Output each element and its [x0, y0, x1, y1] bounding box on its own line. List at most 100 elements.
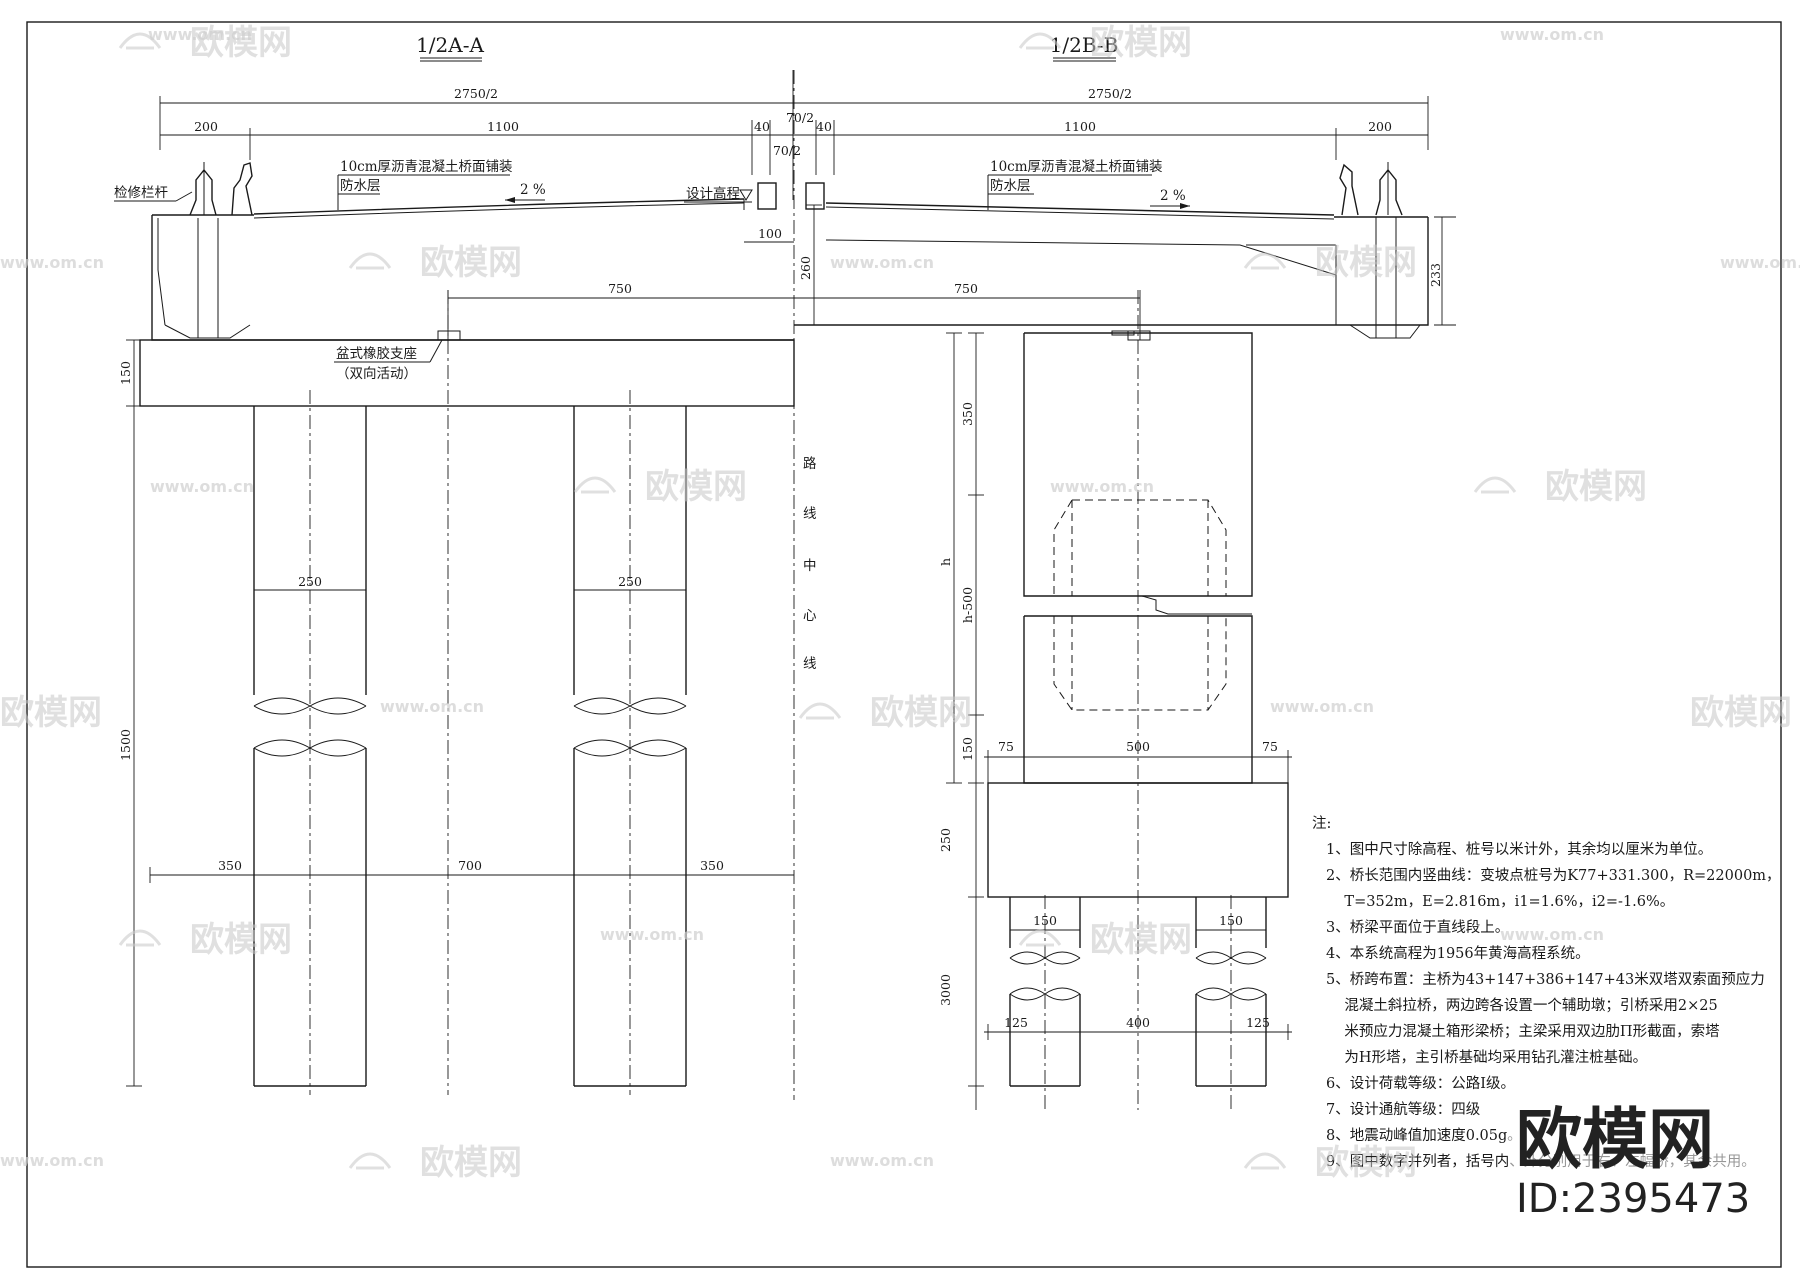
note-line: 4、本系统高程为1956年黄海高程系统。: [1326, 945, 1590, 962]
svg-text:www.om.cn: www.om.cn: [0, 1151, 104, 1170]
dim-col-spacing-mid: 700: [458, 858, 482, 873]
note-line: 1、图中尺寸除高程、桩号以米计外，其余均以厘米为单位。: [1326, 840, 1712, 858]
dim-total-left: 2750/2: [454, 86, 498, 101]
railing-label: 检修栏杆: [114, 185, 168, 201]
dim-pile-125-left: 125: [1004, 1015, 1028, 1030]
dim-bearing-left: 750: [608, 281, 632, 296]
svg-text:欧模网: 欧模网: [1315, 1143, 1417, 1183]
svg-text:欧模网: 欧模网: [0, 693, 102, 733]
dim-left-lanes: 1100: [487, 119, 519, 134]
dim-col-width-right: 250: [618, 574, 642, 589]
dim-median-center-b: 70/2: [773, 143, 801, 158]
waterproof-right-label: 防水层: [990, 178, 1031, 194]
side-pier: [987, 290, 1289, 1110]
bearing-label: 盆式橡胶支座: [336, 345, 417, 362]
svg-text:www.om.cn: www.om.cn: [830, 1151, 934, 1170]
notes-heading: 注:: [1312, 815, 1331, 832]
dim-col-width-left: 250: [298, 574, 322, 589]
dim-pile-125-right: 125: [1246, 1015, 1270, 1030]
dim-pier-height: 1500: [118, 729, 133, 761]
svg-text:欧模网: 欧模网: [1315, 243, 1417, 283]
svg-text:欧模网: 欧模网: [1545, 467, 1647, 507]
column-left-2: [573, 390, 687, 1095]
title-right-section: 1/2B-B: [1050, 33, 1119, 57]
dim-total-right: 2750/2: [1088, 86, 1132, 101]
paving-left-label: 10cm厚沥青混凝土桥面铺装: [340, 159, 513, 175]
svg-text:欧模网: 欧模网: [420, 1143, 522, 1183]
svg-text:欧模网: 欧模网: [190, 23, 292, 63]
svg-text:www.om.cn: www.om.cn: [380, 697, 484, 716]
railing-right: [1339, 162, 1403, 216]
svg-text:www.om.cn: www.om.cn: [1720, 253, 1800, 272]
svg-text:www.om.cn: www.om.cn: [0, 253, 104, 272]
note-line: 米预应力混凝土箱形梁桥；主梁采用双边肋Π形截面，索塔: [1326, 1022, 1720, 1040]
notes-block: 注: 1、图中尺寸除高程、桩号以米计外，其余均以厘米为单位。 2、桥长范围内竖曲…: [1312, 815, 1781, 1170]
dim-left-walk: 200: [194, 119, 218, 134]
svg-text:欧模网: 欧模网: [1690, 693, 1792, 733]
dim-median-center-a: 70/2: [786, 110, 814, 125]
design-elevation-label: 设计高程: [686, 185, 740, 202]
dim-bearing-right: 750: [954, 281, 978, 296]
centerline-label: 路 线 中 心 线: [803, 456, 817, 672]
dim-side-3000: 3000: [938, 974, 953, 1006]
brand-id: ID:2395473: [1516, 1176, 1750, 1222]
note-line: 2、桥长范围内竖曲线：变坡点桩号为K77+331.300，R=22000m，: [1326, 867, 1781, 884]
note-line: 为H形塔，主引桥基础均采用钻孔灌注桩基础。: [1326, 1049, 1647, 1066]
svg-text:www.om.cn: www.om.cn: [1050, 477, 1154, 496]
svg-text:欧模网: 欧模网: [190, 920, 292, 960]
column-left-1: [253, 390, 367, 1095]
svg-text:欧模网: 欧模网: [1090, 920, 1192, 960]
drawing-border: [26, 21, 1782, 1268]
dim-edge-100: 100: [758, 226, 782, 241]
svg-text:中: 中: [803, 558, 817, 574]
svg-text:www.om.cn: www.om.cn: [1500, 925, 1604, 944]
dim-depth-233: 233: [1428, 263, 1443, 287]
note-line: 3、桥梁平面位于直线段上。: [1326, 919, 1509, 936]
waterproof-left-label: 防水层: [340, 178, 381, 194]
slope-right-label: 2 %: [1160, 188, 1186, 204]
dim-right-walk: 200: [1368, 119, 1392, 134]
dim-side-150: 150: [960, 737, 975, 761]
paving-right-label: 10cm厚沥青混凝土桥面铺装: [990, 159, 1163, 175]
svg-text:www.om.cn: www.om.cn: [150, 477, 254, 496]
dim-col-spacing-right: 350: [700, 858, 724, 873]
deck-left-paving: [253, 198, 745, 215]
svg-text:线: 线: [803, 656, 817, 672]
deck-right-paving: [825, 202, 1335, 216]
dim-median-a: 40: [754, 119, 770, 134]
median-kerb-right: [805, 182, 825, 210]
dim-median-b: 40: [816, 119, 832, 134]
pier-cap-left: [139, 339, 795, 407]
svg-text:www.om.cn: www.om.cn: [148, 25, 252, 44]
note-line: 5、桥跨布置：主桥为43+147+386+147+43米双塔双索面预应力: [1326, 970, 1765, 988]
dim-cap-150: 150: [118, 361, 133, 385]
svg-text:欧模网: 欧模网: [645, 467, 747, 507]
note-line: 7、设计通航等级：四级: [1326, 1100, 1480, 1118]
watermark-layer: 欧模网 www.om.cn 欧模网 www.om.cn 欧模网 www.om.c…: [0, 23, 1800, 1183]
svg-text:www.om.cn: www.om.cn: [830, 253, 934, 272]
note-line: 混凝土斜拉桥，两边跨各设置一个辅助墩；引桥采用2×25: [1326, 997, 1718, 1014]
svg-text:欧模网: 欧模网: [420, 243, 522, 283]
dim-side-350: 350: [960, 402, 975, 426]
dim-pile-150-left: 150: [1033, 913, 1057, 928]
bearing-sub-label: （双向活动）: [336, 366, 417, 382]
title-left-section: 1/2A-A: [416, 33, 484, 57]
slope-left-label: 2 %: [520, 182, 546, 198]
svg-text:www.om.cn: www.om.cn: [1270, 697, 1374, 716]
note-line: T=352m，E=2.816m，i1=1.6%，i2=-1.6%。: [1326, 894, 1674, 910]
dim-side-h: h: [938, 558, 953, 566]
svg-text:www.om.cn: www.om.cn: [1500, 25, 1604, 44]
svg-text:路: 路: [803, 456, 817, 472]
dim-depth-260: 260: [798, 256, 813, 280]
dim-right-lanes: 1100: [1064, 119, 1096, 134]
svg-text:心: 心: [803, 608, 817, 624]
bearing-left: [437, 330, 461, 341]
brand-mark: 欧模网: [1516, 1101, 1714, 1178]
dim-col-spacing-left: 350: [218, 858, 242, 873]
median-kerb-left: [757, 182, 777, 210]
svg-text:www.om.cn: www.om.cn: [600, 925, 704, 944]
railing-left: [189, 162, 253, 216]
dim-side-250: 250: [938, 828, 953, 852]
note-line: 8、地震动峰值加速度0.05g。: [1326, 1127, 1522, 1144]
